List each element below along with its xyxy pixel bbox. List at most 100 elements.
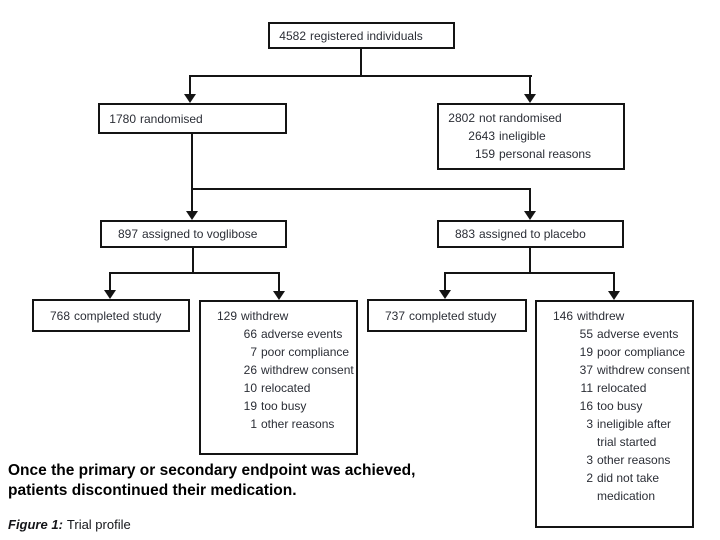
flow-number: 146 [552, 309, 573, 323]
flow-number: 3 [586, 417, 593, 431]
flow-number: 2 [586, 471, 593, 485]
flow-label: poor compliance [261, 345, 350, 359]
connector-line [189, 75, 191, 95]
flow-number: 16 [579, 399, 593, 413]
connector-line [613, 272, 615, 292]
flow-line: 129 withdrew [207, 307, 354, 325]
connector-line [192, 248, 194, 274]
flow-number: 19 [579, 345, 593, 359]
flow-label: relocated [597, 381, 647, 395]
flow-number: 66 [243, 327, 257, 341]
arrowhead-down-icon [186, 211, 198, 220]
box-not-randomised: 2802 not randomised 2643 ineligible 159 … [437, 103, 625, 170]
annotation-text: Once the primary or secondary endpoint w… [8, 461, 415, 500]
flow-label: other reasons [261, 417, 335, 431]
flow-line: 19 too busy [207, 397, 354, 415]
flow-label: not randomised [479, 111, 562, 125]
connector-line [529, 75, 531, 95]
connector-line [444, 272, 615, 274]
connector-line [191, 188, 531, 190]
flow-line: 10 relocated [207, 379, 354, 397]
arrowhead-down-icon [524, 94, 536, 103]
box-placebo-completed: 737 completed study [367, 299, 527, 332]
flow-line: 2643 ineligible [445, 127, 621, 145]
connector-line [191, 188, 193, 211]
arrowhead-down-icon [524, 211, 536, 220]
flow-label: poor compliance [597, 345, 686, 359]
arrowhead-down-icon [184, 94, 196, 103]
flow-number: 129 [216, 309, 237, 323]
flow-label: relocated [261, 381, 311, 395]
flow-line: 2802 not randomised [445, 109, 621, 127]
connector-line [529, 248, 531, 274]
flow-number: 26 [243, 363, 257, 377]
flow-label: withdrew [577, 309, 625, 323]
figure-caption-prefix: Figure 1: [8, 517, 63, 532]
flow-label: adverse events [597, 327, 679, 341]
box-voglibose-withdrew: 129 withdrew 66 adverse events 7 poor co… [199, 300, 358, 455]
flow-label: randomised [140, 111, 203, 126]
flow-number: 768 [49, 308, 70, 323]
flow-label: adverse events [261, 327, 343, 341]
flow-number: 1780 [109, 111, 136, 126]
flow-line: 3 ineligible after trial started [543, 415, 690, 451]
flow-line: 159 personal reasons [445, 145, 621, 163]
connector-line [109, 272, 111, 291]
flow-label: assigned to placebo [479, 227, 586, 241]
box-randomised: 1780 randomised [98, 103, 287, 134]
flow-line: 16 too busy [543, 397, 690, 415]
flow-line: 1780 randomised [106, 110, 203, 128]
flow-line: 19 poor compliance [543, 343, 690, 361]
connector-line [360, 49, 362, 76]
flow-line: 1 other reasons [207, 415, 354, 433]
flow-number: 737 [384, 308, 405, 323]
flow-number: 1 [250, 417, 257, 431]
flow-number: 159 [474, 147, 495, 161]
flow-label: too busy [261, 399, 307, 413]
flow-label: other reasons [597, 453, 671, 467]
flow-label: ineligible [499, 129, 546, 143]
figure-caption-text: Trial profile [66, 517, 131, 532]
flow-line: 897 assigned to voglibose [108, 225, 257, 243]
box-placebo-withdrew: 146 withdrew 55 adverse events 19 poor c… [535, 300, 694, 528]
flow-label: completed study [409, 308, 497, 323]
flow-label: withdrew consent [597, 363, 690, 377]
box-placebo: 883 assigned to placebo [437, 220, 624, 248]
flow-number: 2802 [448, 111, 475, 125]
connector-line [191, 134, 193, 190]
flow-line: 883 assigned to placebo [445, 225, 586, 243]
connector-line [529, 188, 531, 211]
flow-label: assigned to voglibose [142, 227, 258, 241]
flow-label: registered individuals [310, 28, 423, 43]
flow-line: 55 adverse events [543, 325, 690, 343]
annotation-line-1: Once the primary or secondary endpoint w… [8, 462, 416, 479]
flow-line: 11 relocated [543, 379, 690, 397]
connector-line [189, 75, 532, 77]
flow-label: withdrew [241, 309, 289, 323]
annotation-line-2: patients discontinued their medication. [8, 481, 297, 499]
box-registered: 4582 registered individuals [268, 22, 455, 49]
arrowhead-down-icon [273, 291, 285, 300]
arrowhead-down-icon [608, 291, 620, 300]
flow-line: 146 withdrew [543, 307, 690, 325]
flow-number: 19 [243, 399, 257, 413]
flow-number: 3 [586, 453, 593, 467]
box-voglibose-completed: 768 completed study [32, 299, 190, 332]
flow-line: 3 other reasons [543, 451, 690, 469]
flow-line: 26 withdrew consent [207, 361, 354, 379]
arrowhead-down-icon [104, 290, 116, 299]
connector-line [444, 272, 446, 291]
flow-line: 737 completed study [375, 307, 496, 325]
flow-number: 37 [579, 363, 593, 377]
flow-line: 2 did not take medication [543, 469, 690, 505]
flow-number: 10 [243, 381, 257, 395]
flow-line: 37 withdrew consent [543, 361, 690, 379]
flow-number: 4582 [279, 28, 306, 43]
flow-label: completed study [74, 308, 162, 323]
flow-label: too busy [597, 399, 643, 413]
flow-label: withdrew consent [261, 363, 354, 377]
flow-number: 7 [250, 345, 257, 359]
box-voglibose: 897 assigned to voglibose [100, 220, 287, 248]
flow-label: personal reasons [499, 147, 592, 161]
flow-number: 55 [579, 327, 593, 341]
